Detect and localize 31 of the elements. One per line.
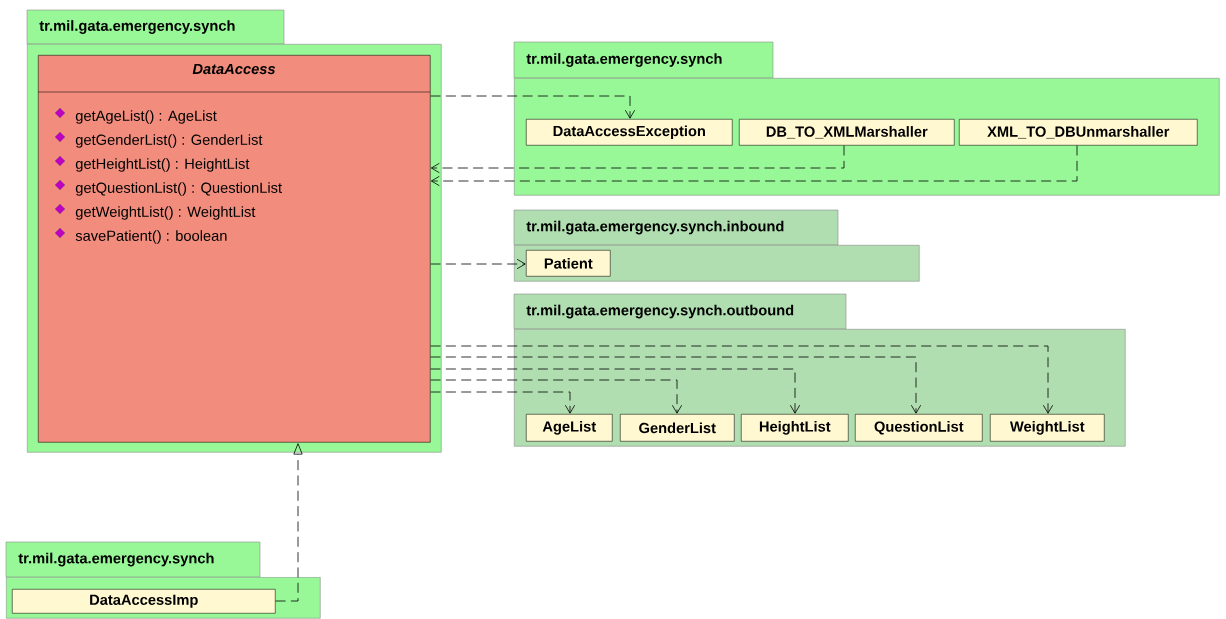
class-box: HeightList [741, 414, 849, 442]
class-box: DB_TO_XMLMarshaller [739, 119, 955, 146]
node-label: tr.mil.gata.emergency.synch [39, 20, 235, 34]
class-box: XML_TO_DBUnmarshaller [959, 119, 1198, 146]
class-box: DataAccessImp [12, 589, 276, 614]
operation-text: getQuestionList() : QuestionList [75, 182, 282, 196]
class-box: QuestionList [855, 414, 983, 442]
dependency-arrow [430, 368, 801, 414]
dependency-arrow [430, 95, 636, 119]
dependency-arrow [430, 391, 576, 414]
node-label: tr.mil.gata.emergency.synch.outbound [526, 304, 794, 319]
operation-text: savePatient() : boolean [75, 230, 227, 244]
class-box: DataAccessException [526, 119, 733, 146]
node-label: tr.mil.gata.emergency.synch [526, 53, 722, 67]
operation-text: getGenderList() : GenderList [75, 134, 263, 148]
class-box: GenderList [620, 414, 735, 442]
dependency-arrow [430, 356, 922, 414]
class-box: AgeList [526, 414, 613, 442]
node-label: tr.mil.gata.emergency.synch [18, 552, 214, 567]
class-box: Patient [526, 250, 611, 277]
dependency-arrow [430, 258, 526, 270]
dependency-arrow [430, 145, 1078, 187]
realization-arrow [275, 443, 303, 602]
node-label: tr.mil.gata.emergency.synch.inbound [526, 220, 784, 235]
dependency-arrow [430, 379, 683, 414]
operation-text: getAgeList() : AgeList [75, 110, 217, 124]
dependency-arrow [430, 145, 845, 174]
operation-text: getHeightList() : HeightList [75, 158, 250, 172]
class-box: WeightList [990, 414, 1105, 442]
dependency-arrow [430, 345, 1054, 414]
operation-text: getWeightList() : WeightList [75, 206, 256, 220]
